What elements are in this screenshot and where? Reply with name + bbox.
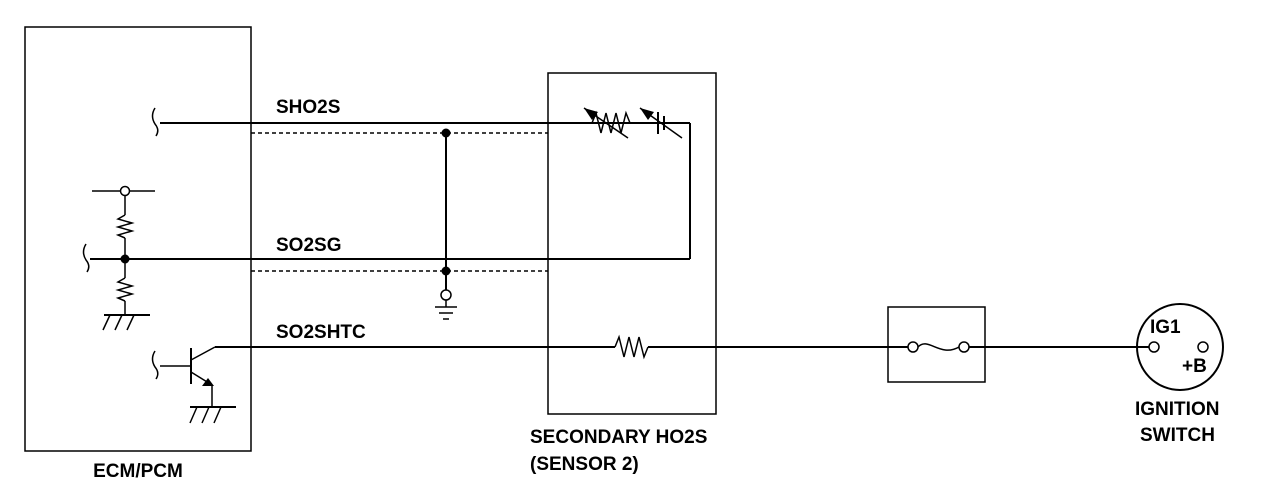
- secondary-ho2s-box: [547, 72, 717, 415]
- shield-junction-top: [441, 128, 451, 138]
- sho2s-wire: SHO2S: [151, 97, 690, 137]
- so2sg-wire: SO2SG: [82, 235, 690, 273]
- pull-down-resistor-icon: [115, 277, 135, 302]
- so2shtc-label: SO2SHTC: [276, 322, 366, 343]
- b-plus-terminal: [1197, 341, 1209, 353]
- ignition-label: IGNITION: [1135, 399, 1219, 420]
- ecm-pcm-module: ECM/PCM: [24, 26, 252, 482]
- sensor-2-label: (SENSOR 2): [530, 454, 639, 475]
- so2sg-connector-symbol: [82, 243, 90, 273]
- ecm-pcm-box: [24, 26, 252, 452]
- secondary-ho2s-label: SECONDARY HO2S: [530, 427, 707, 448]
- fuse-terminal-right: [958, 341, 970, 353]
- pull-up-network: [92, 185, 155, 331]
- shield-junction-bottom: [441, 266, 451, 276]
- sho2s-connector-symbol: [151, 107, 159, 137]
- so2shtc-wire: SO2SHTC: [215, 322, 1149, 360]
- switch-label: SWITCH: [1140, 425, 1215, 446]
- secondary-ho2s-module: SECONDARY HO2S (SENSOR 2): [530, 72, 717, 475]
- ignition-switch: IG1 +B IGNITION SWITCH: [1135, 303, 1224, 446]
- transistor-ground-symbol: [189, 406, 236, 424]
- b-plus-label: +B: [1182, 356, 1207, 377]
- voltage-ref-terminal: [119, 185, 131, 197]
- so2sg-label: SO2SG: [276, 235, 341, 256]
- variable-resistor-icon: [583, 107, 631, 139]
- ecm-ground-symbol: [102, 314, 150, 331]
- ig1-label: IG1: [1150, 317, 1181, 338]
- fuse-terminal-left: [907, 341, 919, 353]
- pull-up-resistor-icon: [115, 214, 135, 239]
- ig1-terminal: [1148, 341, 1160, 353]
- fuse: [887, 306, 986, 383]
- fuse-element: [917, 343, 960, 351]
- sensor-element-icon: [639, 107, 683, 139]
- heater-resistor-icon: [614, 334, 649, 360]
- sho2s-label: SHO2S: [276, 97, 340, 118]
- fuse-box: [887, 306, 986, 383]
- heater-transistor-icon: [151, 346, 236, 424]
- so2shtc-connector-symbol: [151, 350, 159, 380]
- ecm-pcm-label: ECM/PCM: [93, 461, 183, 482]
- shield-ground-symbol: [435, 289, 457, 320]
